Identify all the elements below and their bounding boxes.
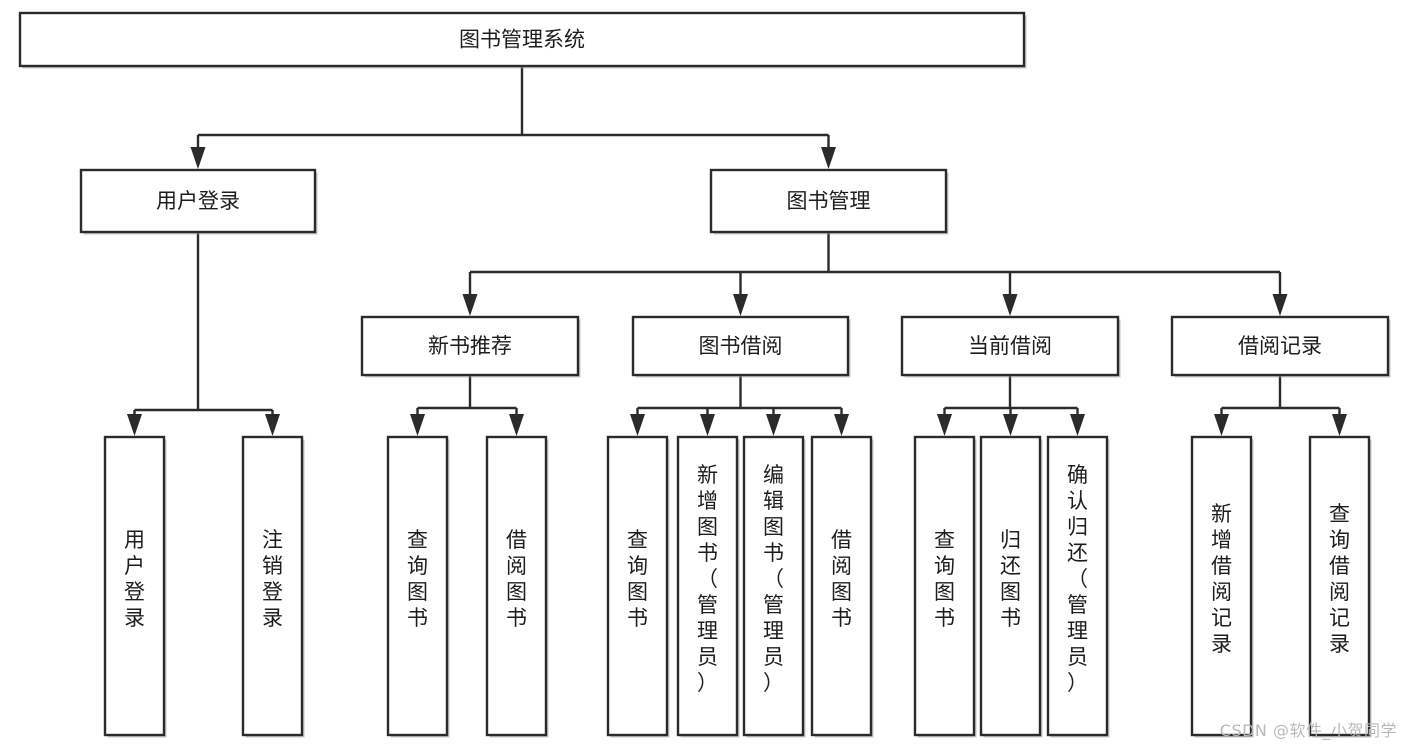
node-rect[interactable]	[979, 435, 1042, 737]
connector-group-book-borrow	[630, 375, 849, 436]
node-label: 借阅图书	[831, 528, 852, 630]
node-rect[interactable]	[900, 315, 1120, 377]
node-rect[interactable]	[1046, 435, 1109, 737]
connector-group-book-manage	[462, 232, 1288, 316]
node-label: 图书管理系统	[459, 28, 585, 52]
node-leaf-add-book[interactable]: 新增图书（管理员）	[676, 435, 740, 738]
arrow-head-icon	[265, 414, 280, 436]
arrow-head-icon	[509, 414, 524, 436]
node-layer: 图书管理系统用户登录图书管理新书推荐图书借阅当前借阅借阅记录用户登录注销登录查询…	[18, 11, 1391, 738]
arrow-head-icon	[1070, 414, 1085, 436]
node-rect[interactable]	[1170, 315, 1390, 377]
arrow-head-icon	[834, 414, 849, 436]
node-label: 归还图书	[1000, 528, 1021, 630]
node-leaf-borrow-book-rec[interactable]: 借阅图书	[485, 435, 549, 738]
node-current-borrow[interactable]: 当前借阅	[900, 315, 1121, 378]
node-rect[interactable]	[810, 435, 873, 737]
node-rect[interactable]	[103, 435, 166, 737]
connector-layer	[127, 66, 1347, 436]
node-label: 查询图书	[407, 528, 428, 630]
node-label: 新增借阅记录	[1211, 502, 1232, 656]
arrow-head-icon	[630, 414, 645, 436]
csdn-watermark: CSDN @软件_小贺同学	[1219, 721, 1397, 740]
arrow-head-icon	[1214, 414, 1229, 436]
arrow-head-icon	[1332, 414, 1347, 436]
node-label: 新增图书（管理员）	[697, 463, 718, 695]
arrow-head-icon	[937, 414, 952, 436]
arrow-head-icon	[766, 414, 781, 436]
node-rect[interactable]	[485, 435, 548, 737]
node-label: 图书管理	[787, 189, 871, 213]
node-label: 借阅记录	[1238, 334, 1322, 358]
node-leaf-user-login[interactable]: 用户登录	[103, 435, 167, 738]
node-user-login[interactable]: 用户登录	[79, 168, 318, 235]
node-new-book-rec[interactable]: 新书推荐	[360, 315, 581, 378]
node-leaf-borrow-book[interactable]: 借阅图书	[810, 435, 874, 738]
connector-group-user-login	[127, 232, 280, 436]
arrow-head-icon	[821, 147, 836, 169]
arrow-head-icon	[1272, 294, 1288, 316]
arrow-head-icon	[127, 414, 142, 436]
node-leaf-query-book-borrow[interactable]: 查询图书	[606, 435, 670, 738]
node-rect[interactable]	[709, 168, 948, 234]
node-rect[interactable]	[1190, 435, 1253, 737]
node-label: 编辑图书（管理员）	[763, 463, 784, 695]
node-leaf-edit-book[interactable]: 编辑图书（管理员）	[742, 435, 806, 738]
node-rect[interactable]	[742, 435, 805, 737]
arrow-head-icon	[700, 414, 715, 436]
node-book-borrow[interactable]: 图书借阅	[631, 315, 851, 378]
connector-group-current-borrow	[937, 375, 1085, 436]
node-rect[interactable]	[606, 435, 669, 737]
node-borrow-records[interactable]: 借阅记录	[1170, 315, 1391, 378]
node-label: 查询图书	[934, 528, 955, 630]
node-leaf-add-record[interactable]: 新增借阅记录	[1190, 435, 1254, 738]
arrow-head-icon	[1003, 414, 1018, 436]
node-rect[interactable]	[913, 435, 976, 737]
node-label: 新书推荐	[428, 334, 512, 358]
node-rect[interactable]	[386, 435, 449, 737]
connector-group-root	[190, 66, 836, 169]
arrow-head-icon	[1002, 294, 1018, 316]
node-leaf-query-book-cur[interactable]: 查询图书	[913, 435, 977, 738]
arrow-head-icon	[410, 414, 425, 436]
connector-group-new-book-rec	[410, 375, 524, 436]
node-label: 用户登录	[156, 189, 240, 213]
node-leaf-logout[interactable]: 注销登录	[241, 435, 305, 738]
arrow-head-icon	[733, 294, 748, 316]
node-label: 查询图书	[627, 528, 648, 630]
node-root[interactable]: 图书管理系统	[18, 11, 1027, 69]
arrow-head-icon	[190, 147, 206, 169]
arrow-head-icon	[462, 294, 478, 316]
node-book-manage[interactable]: 图书管理	[709, 168, 949, 235]
node-label: 用户登录	[124, 528, 145, 630]
node-label: 注销登录	[262, 528, 283, 630]
node-rect[interactable]	[676, 435, 739, 737]
node-rect[interactable]	[631, 315, 850, 377]
node-rect[interactable]	[360, 315, 580, 377]
node-leaf-confirm-return[interactable]: 确认归还（管理员）	[1046, 435, 1110, 738]
node-rect[interactable]	[79, 168, 317, 234]
node-leaf-query-book-rec[interactable]: 查询图书	[386, 435, 450, 738]
node-leaf-query-record[interactable]: 查询借阅记录	[1308, 435, 1372, 738]
node-rect[interactable]	[1308, 435, 1371, 737]
node-label: 借阅图书	[506, 528, 527, 630]
node-leaf-return-book[interactable]: 归还图书	[979, 435, 1043, 738]
connector-group-borrow-records	[1214, 375, 1347, 436]
node-rect[interactable]	[18, 11, 1026, 68]
node-label: 查询借阅记录	[1329, 502, 1350, 656]
node-label: 图书借阅	[699, 334, 783, 358]
node-rect[interactable]	[241, 435, 304, 737]
node-label: 当前借阅	[968, 334, 1052, 358]
node-label: 确认归还（管理员）	[1067, 463, 1088, 695]
